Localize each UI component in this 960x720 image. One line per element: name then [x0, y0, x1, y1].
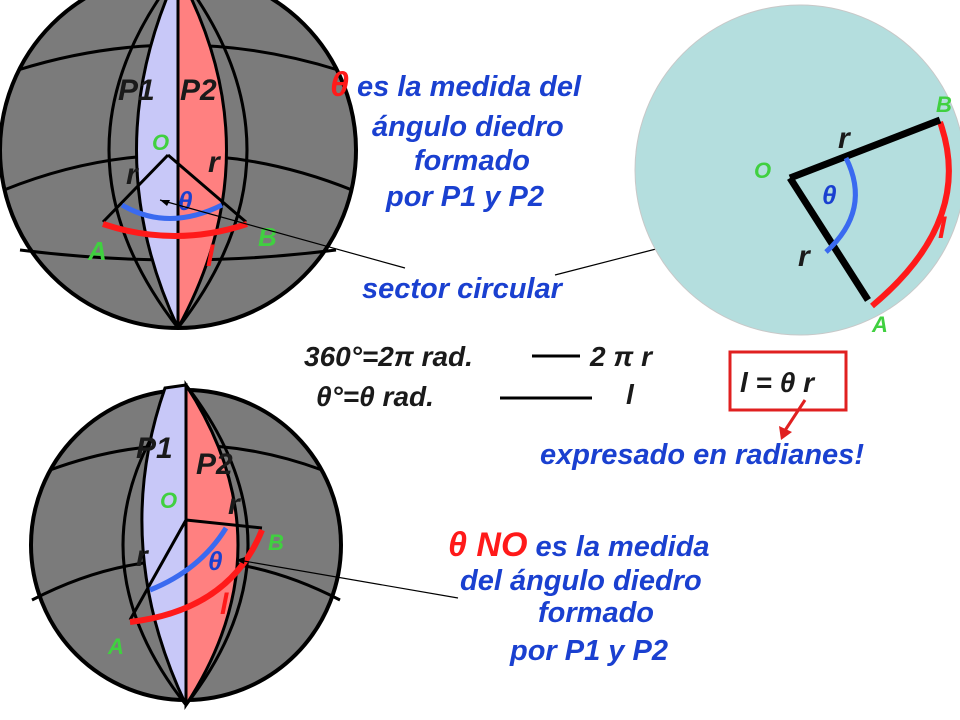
radius-ob-bottom [185, 518, 263, 530]
point-a-label-top: A [87, 236, 107, 266]
arc-l-right [870, 120, 952, 309]
circle-right: O r r θ B A l [634, 4, 960, 337]
center-o-label-bottom: O [160, 488, 177, 513]
statement-bottom-line2: del ángulo diedro [460, 565, 702, 597]
plane-p2-label-bottom: P2 [196, 448, 233, 481]
proportion-row1-left: 360°=2π rad. [304, 341, 473, 372]
angle-theta-right [824, 156, 858, 254]
plane-p1-bottom [140, 383, 188, 706]
center-o-label-right: O [754, 158, 771, 183]
formula-arrow-line [782, 399, 807, 433]
formula-text: l = θ r [740, 367, 816, 398]
angle-theta-label-right: θ [822, 180, 837, 210]
point-b-label-top: B [258, 222, 277, 252]
radius-r-label-bottom-right: r [798, 240, 812, 273]
point-a-label-right: A [871, 312, 888, 337]
arc-l-bottom [129, 528, 265, 625]
statement-bottom-theta-no: θ NO [448, 526, 527, 564]
angle-theta-label-top: θ [178, 186, 193, 216]
angle-theta-bottom [149, 526, 229, 593]
proportion-row2-left: θ°=θ rad. [316, 381, 434, 412]
statement-bottom-line1: θ NO es la medida [448, 526, 710, 564]
point-a-label-bottom: A [107, 634, 124, 659]
arc-l-label-bottom: l [220, 588, 229, 621]
radius-oa-right [787, 176, 871, 302]
radius-r-label-right-top: r [208, 146, 222, 179]
radius-r-label-right-bottom: r [228, 488, 242, 521]
proportion: 360°=2π rad. 2 π r θ°=θ rad. l [304, 341, 654, 412]
proportion-row2-right: l [626, 379, 635, 410]
angle-theta-top [120, 202, 224, 221]
statement-top: θ es la medida del ángulo diedro formado… [330, 66, 582, 213]
sphere-top-meridian-right [176, 0, 249, 329]
statement-top-line4: por P1 y P2 [385, 181, 544, 213]
arc-l-label-top: l [206, 240, 215, 273]
statement-top-theta: θ [330, 66, 349, 104]
sphere-top-meridian-left [107, 0, 180, 329]
sector-circular-caption: sector circular [362, 273, 564, 305]
formula-note: expresado en radianes! [540, 439, 864, 471]
radius-r-label-top-right: r [838, 122, 852, 155]
statement-top-line2: ángulo diedro [372, 111, 564, 143]
statement-bottom-line1-rest: es la medida [527, 531, 709, 563]
formula: l = θ r expresado en radianes! [540, 350, 864, 471]
radius-r-label-left-top: r [126, 158, 140, 191]
statement-top-line1: θ es la medida del [330, 66, 582, 104]
center-o-label-top: O [152, 130, 169, 155]
statement-bottom-line4: por P1 y P2 [509, 635, 668, 667]
radius-ob-top [167, 153, 247, 224]
proportion-row1-right: 2 π r [589, 341, 654, 372]
arc-l-label-right: l [938, 212, 947, 245]
plane-p2-label-top: P2 [180, 74, 217, 107]
radius-oa-bottom [128, 519, 188, 621]
radius-ob-right [788, 116, 942, 182]
pointer-theta-bottom-head [236, 557, 245, 564]
pointer-sector-left-head [160, 200, 170, 206]
statement-bottom-line3: formado [538, 597, 654, 629]
statement-top-line1-rest: es la medida del [349, 71, 582, 103]
point-b-label-bottom: B [268, 530, 284, 555]
point-b-label-right: B [936, 92, 952, 117]
sphere-bottom-meridian-right [184, 384, 250, 706]
plane-p1-label-top: P1 [118, 74, 155, 107]
arc-l-top [102, 221, 248, 239]
radius-oa-top [101, 153, 170, 224]
statement-top-line3: formado [414, 145, 530, 177]
statement-bottom: θ NO es la medida del ángulo diedro form… [448, 526, 710, 667]
formula-box [728, 350, 848, 412]
plane-p1-label-bottom: P1 [136, 432, 173, 465]
circle-right-body [634, 4, 960, 336]
radius-r-label-left-bottom: r [136, 540, 150, 573]
plane-p2-top [176, 0, 228, 329]
pointer-theta-bottom [237, 559, 459, 599]
angle-theta-label-bottom: θ [208, 546, 223, 576]
formula-arrow-head [779, 426, 792, 440]
pointer-sector-left [159, 199, 406, 269]
sphere-top: P1 P2 O r r θ A B l [0, 0, 358, 330]
sphere-bottom: P1 P2 O r r θ B A l [29, 379, 343, 711]
